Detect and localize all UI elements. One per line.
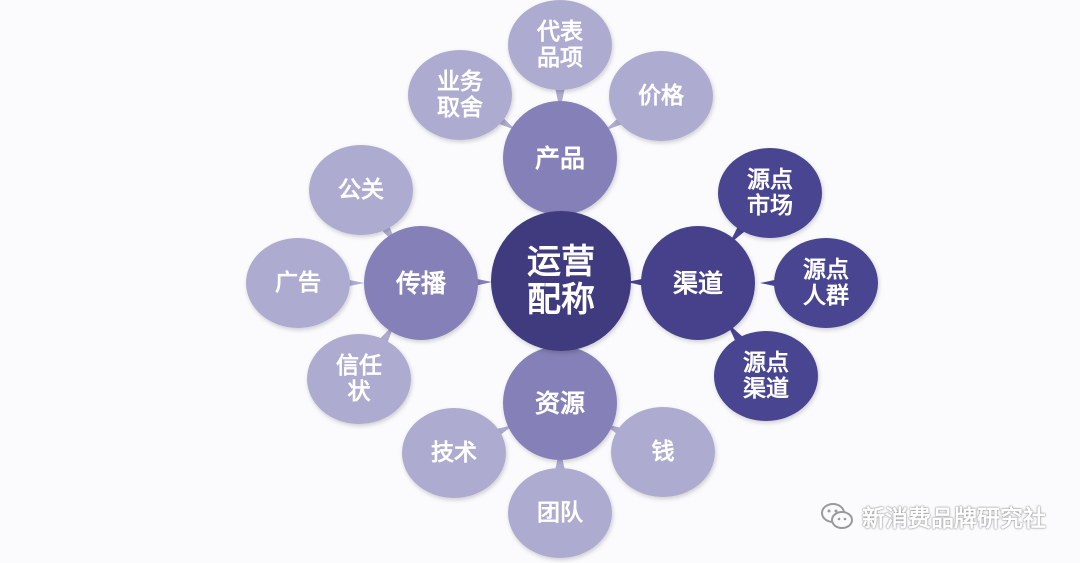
center-circle [491,211,631,351]
leaf-label: 源点人群 [803,257,849,309]
leaf-label: 源点市场 [747,167,793,219]
hub-label: 渠道 [673,269,723,298]
leaf-node: 信任状 [307,323,411,424]
leaf-node: 团队 [508,447,612,558]
hub-node-comm: 传播 [364,226,492,340]
hub-node-channel: 渠道 [627,226,755,340]
hub-circle [503,346,617,460]
leaf-bubble [402,408,506,498]
hub-circle [364,226,478,340]
hub-circle [641,226,755,340]
leaf-label: 代表品项 [536,19,584,71]
hub-label: 传播 [395,269,447,298]
hub-label: 资源 [535,389,585,418]
leaf-bubble [508,0,612,90]
leaf-node: 公关 [309,145,413,246]
leaf-node: 技术 [402,408,514,498]
leaf-label: 技术 [431,440,477,466]
leaf-node: 源点渠道 [714,322,818,421]
leaf-node: 源点市场 [718,148,822,245]
leaf-label: 信任状 [336,352,382,405]
leaf-label: 源点渠道 [743,350,789,402]
leaf-label: 公关 [338,176,384,203]
leaf-bubble [609,51,713,141]
watermark: 新消费品牌研究社 [820,499,1046,533]
leaf-bubble [508,468,612,558]
leaf-label: 价格 [638,82,685,109]
leaf-node: 钱 [603,407,715,497]
leaf-bubble [774,238,878,328]
leaf-label: 钱 [652,439,675,465]
watermark-text: 新消费品牌研究社 [862,506,1046,532]
wechat-icon [821,503,853,529]
hub-circle [503,101,617,215]
leaf-bubble [718,148,822,238]
leaf-node: 广告 [246,238,364,328]
center-label: 运营配称 [527,242,595,320]
leaf-bubble [611,407,715,497]
leaf-label: 广告 [275,269,321,296]
hub-node-product: 产品 [503,101,617,229]
leaf-node: 业务取舍 [408,50,516,140]
leaf-node: 源点人群 [760,238,878,328]
leaf-label: 业务取舍 [437,69,484,121]
leaf-node: 代表品项 [508,0,612,111]
hub-node-resource: 资源 [503,332,617,460]
center-node: 运营配称 [491,211,631,351]
leaf-bubble [408,50,512,140]
leaf-label: 团队 [537,500,584,526]
hub-label: 产品 [535,144,585,173]
leaf-bubble [246,238,350,328]
leaf-bubble [307,334,411,424]
leaf-node: 价格 [604,51,713,141]
leaf-bubble [309,145,413,235]
leaf-bubble [714,331,818,421]
